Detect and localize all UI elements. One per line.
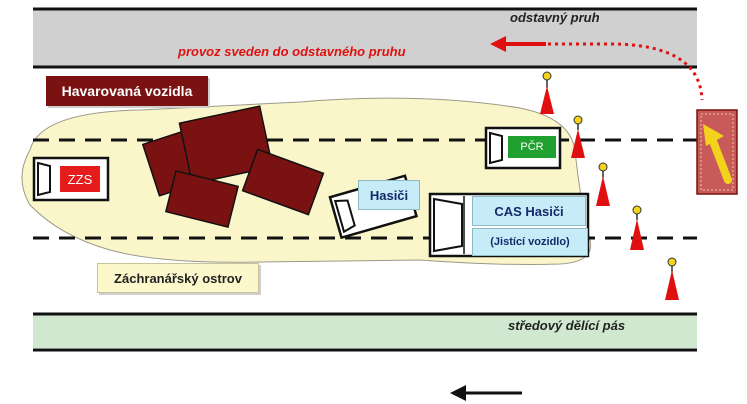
crashed-vehicles (141, 105, 325, 229)
cas-firefighters-label: CAS Hasiči (472, 196, 586, 226)
warning-cone-icon (571, 115, 585, 158)
diversion-path (520, 42, 704, 101)
traffic-diverted-label: provoz sveden do odstavného pruhu (178, 44, 406, 59)
median-band (33, 314, 697, 348)
ambulance-label: ZZS (60, 166, 100, 192)
police-label: PČR (508, 136, 556, 158)
crashed-vehicle (178, 105, 274, 185)
warning-cone-icon (630, 205, 644, 250)
arrow-left-icon (450, 385, 522, 401)
warning-sign (696, 109, 738, 195)
warning-cone-icon (665, 257, 679, 300)
rescue-island-label: Záchranářský ostrov (97, 263, 259, 293)
curved-arrow-left-icon (490, 36, 506, 52)
firefighters-label: Hasiči (358, 180, 420, 210)
traffic-cones (540, 71, 679, 300)
warning-cone-icon (540, 71, 554, 114)
crashed-vehicle (164, 169, 240, 229)
crashed-vehicle (241, 148, 325, 216)
shoulder-lane-label: odstavný pruh (510, 10, 600, 25)
warning-cone-icon (596, 162, 610, 206)
crashed-vehicles-label: Havarovaná vozidla (46, 76, 208, 106)
shoulder-lane-band (33, 9, 697, 67)
arrow-up-right-sign-icon (703, 124, 732, 184)
median-label: středový dělící pás (508, 318, 626, 333)
blocking-vehicle-label: (Jistící vozidlo) (472, 228, 588, 256)
